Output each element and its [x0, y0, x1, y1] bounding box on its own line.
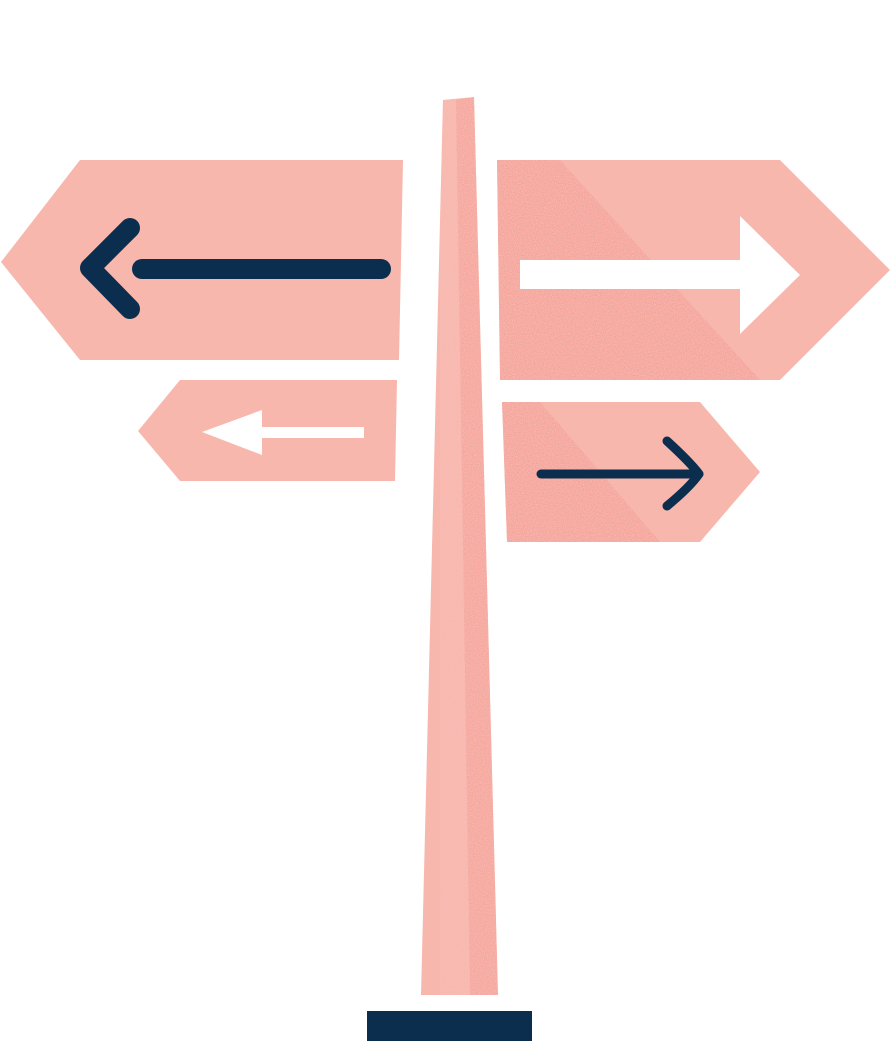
post-highlight	[403, 95, 474, 995]
sign-bottom-right	[502, 402, 760, 542]
post-speckle	[440, 97, 498, 995]
sign-bottom-left	[138, 380, 397, 481]
sign-top-right	[497, 160, 890, 380]
arrow-right-icon	[520, 216, 800, 334]
sign-top-left	[1, 160, 403, 360]
post-base	[367, 1011, 532, 1041]
arrow-right-icon	[536, 436, 704, 511]
arrow-left-icon	[202, 410, 364, 455]
arrow-left-icon	[80, 218, 391, 319]
signpost-post	[403, 95, 498, 995]
